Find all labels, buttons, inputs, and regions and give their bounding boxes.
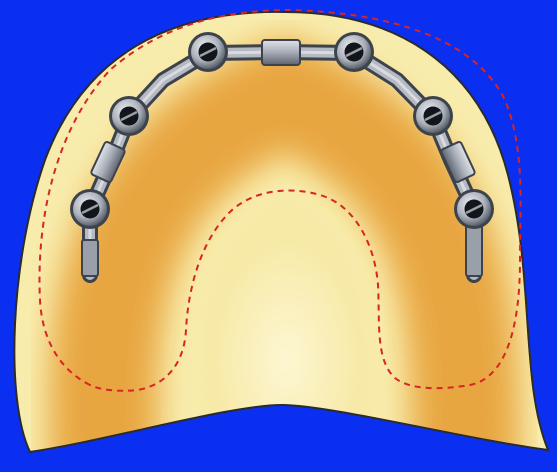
implant-2	[109, 96, 149, 136]
implant-3	[188, 32, 228, 72]
implant-1	[70, 189, 110, 229]
implant-6	[454, 189, 494, 229]
bar-sleeve-icon-top	[262, 40, 300, 65]
implant-4	[334, 32, 374, 72]
implant-5	[413, 96, 453, 136]
